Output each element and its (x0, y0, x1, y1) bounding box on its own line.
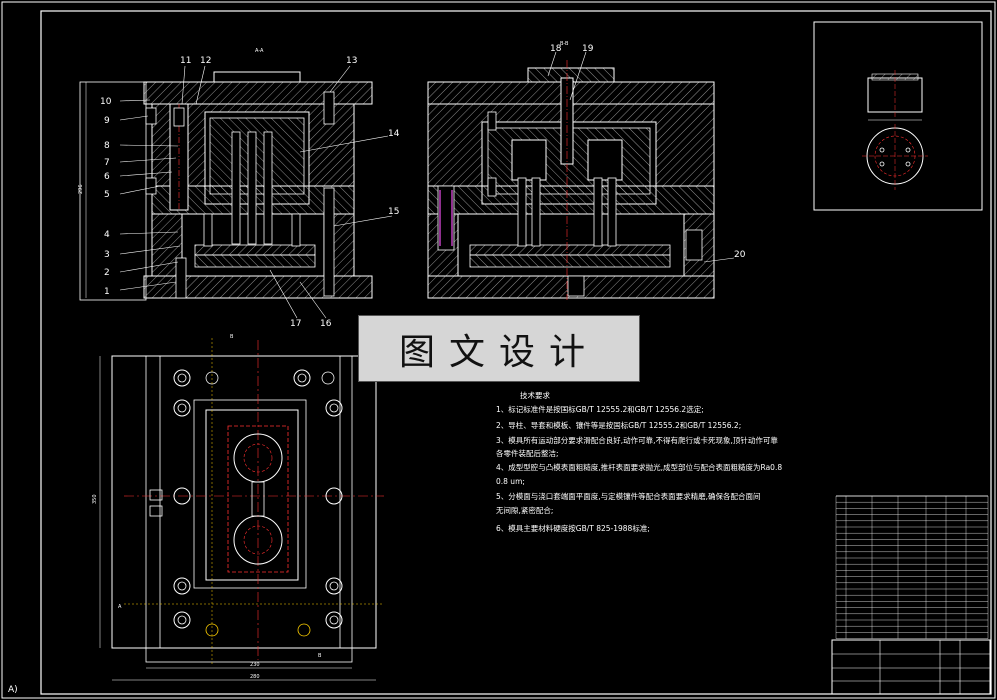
callout-4: 4 (104, 230, 110, 240)
callout-12: 12 (200, 56, 211, 66)
plan-view: B B A 230 280 350 (92, 334, 384, 681)
callout-8: 8 (104, 141, 110, 151)
plan-cut-b-top: B (230, 334, 234, 340)
section-a-a-view: A-A 296 (78, 48, 373, 301)
plan-cut-b-bottom: B (318, 653, 322, 659)
callout-13: 13 (346, 56, 357, 66)
inner-frame (40, 10, 992, 695)
callout-11: 11 (180, 56, 191, 66)
dim-plan-width-outer: 280 (250, 674, 260, 680)
parts-list-table (835, 495, 989, 639)
callout-3: 3 (104, 250, 110, 260)
callouts-right: 18 19 20 (550, 44, 746, 260)
note-line-1: 1、标记标准件是按国标GB/T 12555.2和GB/T 12556.2选定; (496, 404, 704, 414)
callout-18: 18 (550, 44, 562, 54)
callouts-left: 1 2 3 4 5 6 7 8 9 10 11 12 13 14 15 16 1… (100, 56, 400, 329)
callout-14: 14 (388, 129, 400, 139)
technical-requirements: 技术要求 1、标记标准件是按国标GB/T 12555.2和GB/T 12556.… (496, 390, 782, 533)
watermark-banner: 图文设计 (358, 315, 640, 382)
callouts-right-leaders (547, 51, 735, 263)
callout-19: 19 (582, 44, 594, 54)
callouts-left-leaders (119, 65, 393, 319)
corner-mark: A) (8, 685, 18, 695)
dim-plan-width-inner: 230 (250, 662, 260, 668)
callout-2: 2 (104, 268, 110, 278)
plan-cut-a-left: A (118, 604, 122, 610)
callout-15: 15 (388, 207, 399, 217)
callout-1: 1 (104, 287, 110, 297)
dim-plan-height: 350 (92, 494, 98, 504)
callout-7: 7 (104, 158, 110, 168)
note-line-5: 4、成型型腔与凸模表面粗糙度,推杆表面要求抛光,成型部位与配合表面粗糙度为Ra0… (496, 462, 782, 472)
note-line-3: 3、模具所有运动部分要求滑配合良好,动作可靠,不得有爬行或卡死现象,顶针动作可靠 (496, 435, 778, 445)
callout-17: 17 (290, 319, 301, 329)
note-line-8: 无间隙,紧密配合; (496, 505, 553, 515)
callout-10: 10 (100, 97, 112, 107)
part-detail-view (813, 21, 983, 211)
callout-20: 20 (734, 250, 746, 260)
note-line-4: 各零件装配后整洁; (496, 448, 559, 458)
callout-6: 6 (104, 172, 110, 182)
section-b-b-label: B-B (560, 41, 569, 47)
callout-5: 5 (104, 190, 110, 200)
callout-9: 9 (104, 116, 110, 126)
callout-16: 16 (320, 319, 332, 329)
notes-heading: 技术要求 (520, 390, 550, 400)
dim-main-height: 296 (78, 184, 84, 194)
note-line-6: 0.8 um; (496, 477, 525, 486)
section-a-a-label: A-A (255, 48, 264, 54)
note-line-9: 6、模具主要材料硬度按GB/T 825-1988标准; (496, 523, 650, 533)
note-line-2: 2、导柱、导套和模板、镶件等是按国标GB/T 12555.2和GB/T 1255… (496, 420, 741, 430)
section-b-b-view: B-B (427, 41, 715, 300)
note-line-7: 5、分模面与浇口套端面平面度,与定模镶件等配合表面要求精磨,确保各配合面间 (496, 491, 761, 501)
title-block (831, 639, 991, 695)
